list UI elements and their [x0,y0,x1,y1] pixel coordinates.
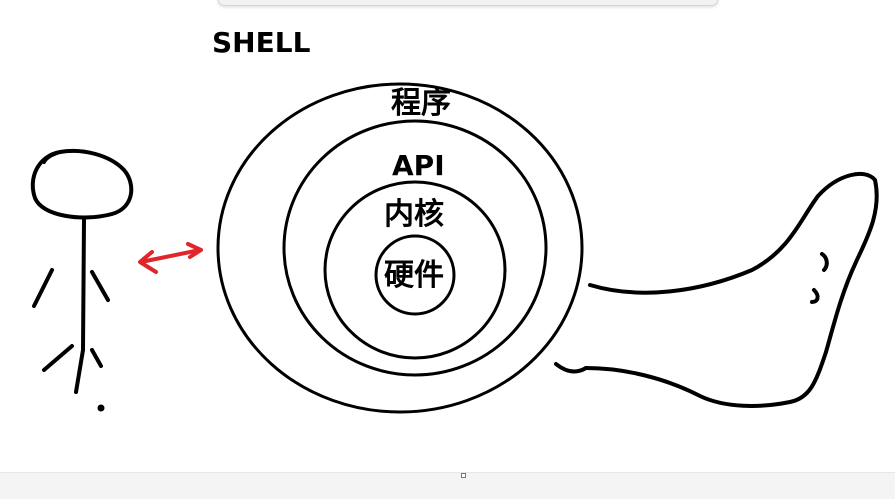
foot-toe-mark [810,288,820,304]
circle-programs [282,119,548,377]
foot-toe-mark [820,252,829,272]
circle-shell [216,82,584,414]
stick-figure-user [30,148,134,412]
leg-upper-outline [584,171,879,408]
circle-api [323,180,507,360]
stick-figure-right-leg [90,348,103,368]
layer-circles [216,82,584,414]
double-arrow-icon [138,242,203,274]
label-api: API [392,149,445,182]
page-indicator-dot [461,473,466,478]
leg-lower-outline [554,362,588,374]
stick-figure-body [74,218,86,394]
stick-figure-left-arm [32,268,54,308]
leg-foot-drawing [554,171,879,408]
label-kernel: 内核 [384,197,444,232]
circle-hardware [374,234,456,316]
stick-figure-left-leg [42,344,74,372]
label-programs: 程序 [391,86,451,121]
label-shell: SHELL [212,26,311,59]
stick-figure-foot-dot [97,404,105,412]
stick-figure-head [30,148,134,220]
bottom-status-strip [0,472,895,499]
stick-figure-right-arm [90,270,110,302]
label-hardware: 硬件 [384,258,444,293]
